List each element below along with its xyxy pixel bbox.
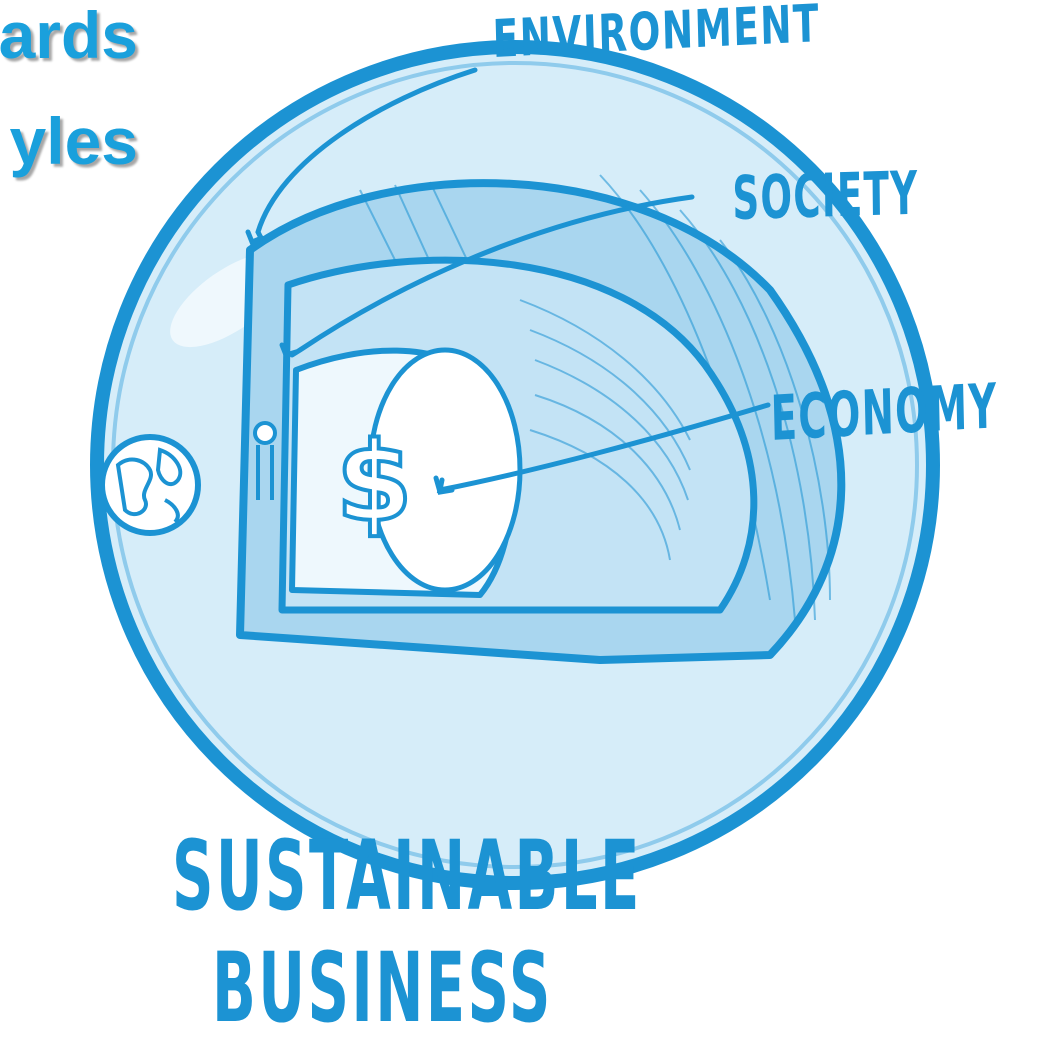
svg-text:$: $ — [336, 418, 413, 546]
title-line-2: yles — [9, 104, 138, 178]
globe-icon — [99, 434, 201, 536]
caption-line-1: SUSTAINABLE — [172, 820, 642, 932]
title-line-1: ards — [0, 0, 138, 72]
person-figure — [253, 421, 277, 500]
slide-title: ards yles — [0, 0, 160, 190]
society-label: SOCIETY — [732, 158, 919, 234]
economy-core: $ — [289, 347, 523, 598]
dollar-sign: $ — [334, 416, 415, 548]
economy-label: ECONOMY — [770, 369, 999, 455]
label-connectors — [245, 67, 771, 495]
caption-line-2: BUSINESS — [212, 932, 553, 1044]
